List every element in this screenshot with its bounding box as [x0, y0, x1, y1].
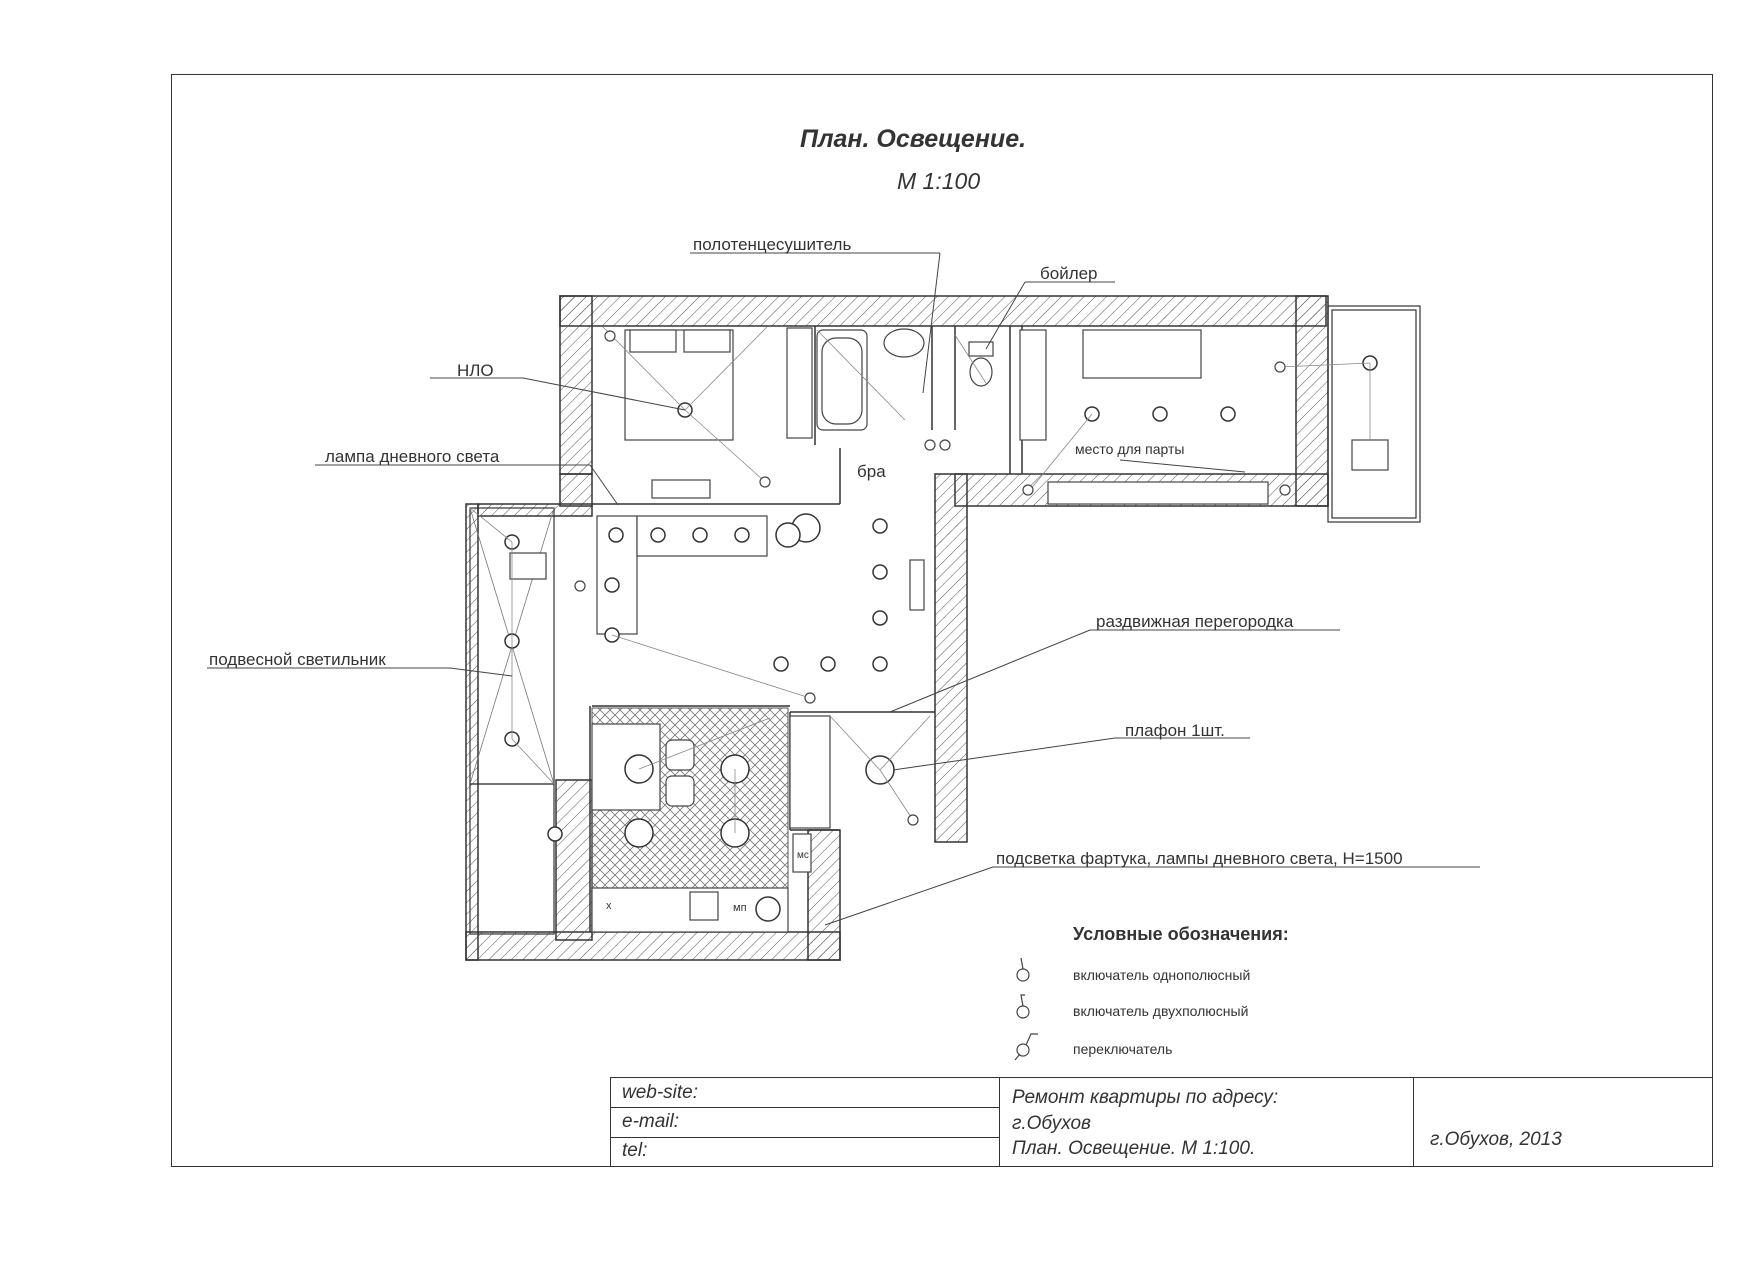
- stamp-tel: tel:: [622, 1140, 648, 1161]
- lighting-wires: [469, 326, 1371, 833]
- stamp-project-line2: г.Обухов: [1012, 1113, 1091, 1134]
- drawing-title: План. Освещение.: [800, 125, 1027, 153]
- double-pole-switch-icon: [1016, 1005, 1030, 1019]
- legend-item-double-pole: включатель двухполюсный: [1073, 1003, 1249, 1019]
- label-sliding-partition: раздвижная перегородка: [1096, 612, 1294, 631]
- title-block: web-site: e-mail: tel: Ремонт квартиры п…: [610, 1077, 1713, 1167]
- legend-icons: [1014, 957, 1038, 1061]
- stamp-email: e-mail:: [622, 1111, 680, 1132]
- title-block-divider: [1413, 1078, 1414, 1167]
- switches: [574, 330, 1291, 826]
- label-kitchen-x: х: [606, 900, 612, 912]
- label-towel-dryer: полотенцесушитель: [693, 235, 852, 254]
- title-block-divider: [610, 1078, 611, 1167]
- toggle-switch-icon: [1016, 1043, 1030, 1057]
- label-sconce: бра: [857, 462, 886, 481]
- legend-item-single-pole: включатель однополюсный: [1073, 967, 1251, 983]
- stamp-project-line1: Ремонт квартиры по адресу:: [1012, 1087, 1279, 1108]
- leader-lines: [207, 252, 1480, 926]
- label-backsplash-light: подсветка фартука, лампы дневного света,…: [996, 849, 1403, 868]
- title-block-row-line: [610, 1107, 999, 1108]
- label-daylight-lamp: лампа дневного света: [325, 447, 500, 466]
- right-balcony: [1327, 305, 1421, 523]
- stamp-website: web-site:: [622, 1082, 699, 1103]
- label-ufo: НЛО: [457, 361, 494, 380]
- label-kitchen-ms: мс: [797, 850, 809, 861]
- legend-title: Условные обозначения:: [1073, 924, 1289, 944]
- legend-item-toggle: переключатель: [1073, 1041, 1173, 1057]
- single-pole-switch-icon: [1016, 968, 1030, 982]
- title-block-row-line: [610, 1137, 999, 1138]
- label-kitchen-mp: мп: [733, 902, 747, 914]
- label-ceiling-lamp: плафон 1шт.: [1125, 721, 1225, 740]
- drawing-scale: М 1:100: [897, 168, 981, 194]
- label-boiler: бойлер: [1040, 264, 1098, 283]
- title-block-divider: [999, 1078, 1000, 1167]
- drawing-frame: [171, 74, 1713, 1167]
- walls: [465, 295, 1329, 961]
- stamp-city-year: г.Обухов, 2013: [1430, 1129, 1562, 1150]
- label-desk-place: место для парты: [1075, 441, 1185, 457]
- stamp-project-line3: План. Освещение. М 1:100.: [1012, 1138, 1256, 1159]
- label-pendant-lamp: подвесной светильник: [209, 650, 386, 669]
